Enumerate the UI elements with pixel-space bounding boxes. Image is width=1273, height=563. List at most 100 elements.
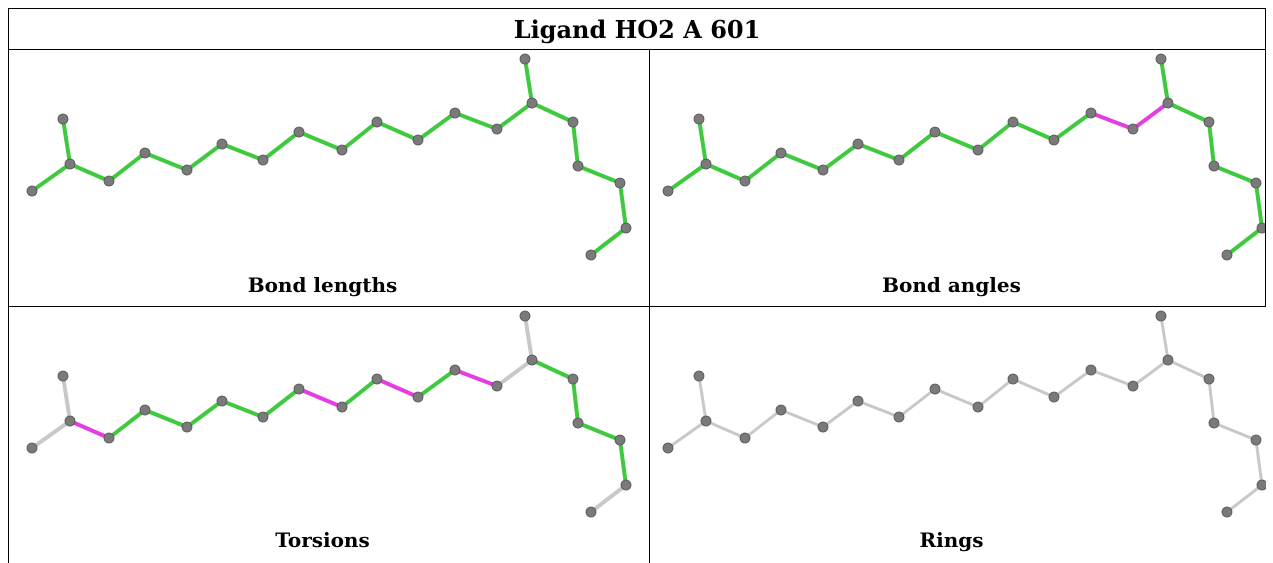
atom <box>620 222 632 234</box>
atom <box>700 158 712 170</box>
atom <box>1250 177 1262 189</box>
atom <box>103 175 115 187</box>
atom <box>1208 160 1220 172</box>
atom <box>1208 417 1220 429</box>
bond <box>416 111 457 142</box>
molecule-rings <box>662 310 1266 518</box>
atom <box>1127 123 1139 135</box>
atom <box>449 107 461 119</box>
atom <box>852 138 864 150</box>
atom <box>1203 373 1215 385</box>
bond <box>1159 57 1170 105</box>
bond <box>666 162 708 193</box>
bond <box>1225 483 1264 514</box>
bond <box>261 130 301 162</box>
atom <box>64 415 76 427</box>
panel-rings: Rings <box>637 306 1266 563</box>
bond <box>1011 377 1056 399</box>
atom <box>893 411 905 423</box>
atom <box>1221 249 1233 261</box>
bond <box>976 377 1015 409</box>
title-divider <box>8 49 1266 50</box>
atom <box>491 123 503 135</box>
atom <box>293 126 305 138</box>
bond <box>297 130 344 152</box>
bond <box>697 374 708 423</box>
atom <box>336 144 348 156</box>
bond <box>30 419 72 450</box>
bond <box>1159 314 1170 362</box>
atom <box>336 401 348 413</box>
bond <box>185 399 224 429</box>
atom <box>1048 391 1060 403</box>
bond <box>68 419 111 440</box>
atom <box>775 147 787 159</box>
atom <box>1007 373 1019 385</box>
bond <box>530 358 575 381</box>
bond <box>856 399 901 419</box>
bond <box>1089 111 1135 131</box>
bond <box>821 399 860 429</box>
atom <box>103 432 115 444</box>
atom <box>181 164 193 176</box>
atom <box>216 395 228 407</box>
bond <box>576 164 622 185</box>
atom <box>972 401 984 413</box>
bond <box>779 151 825 172</box>
bond <box>297 387 344 409</box>
atom <box>1162 97 1174 109</box>
atom <box>1048 134 1060 146</box>
atom <box>1085 107 1097 119</box>
bond <box>666 419 708 450</box>
bond <box>1089 368 1135 388</box>
atom <box>181 421 193 433</box>
bond <box>1212 421 1258 442</box>
caption-bond-angles: Bond angles <box>882 273 1021 297</box>
bond <box>897 130 937 162</box>
atom <box>620 479 632 491</box>
atom <box>1155 310 1167 322</box>
atom <box>257 411 269 423</box>
atom <box>216 138 228 150</box>
atom <box>1250 434 1262 446</box>
ligand-title: Ligand HO2 A 601 <box>8 8 1266 49</box>
bond <box>453 111 499 131</box>
bond <box>530 101 575 124</box>
panel-torsions: Torsions <box>8 306 637 563</box>
bond <box>589 483 628 514</box>
bond <box>143 408 189 429</box>
atom <box>519 53 531 65</box>
bond <box>495 358 534 388</box>
atom <box>412 391 424 403</box>
atom <box>567 373 579 385</box>
atom <box>1256 479 1266 491</box>
bond <box>697 117 708 166</box>
bond <box>1052 368 1093 399</box>
atom <box>371 373 383 385</box>
bond <box>453 368 499 388</box>
atom <box>662 442 674 454</box>
bond <box>416 368 457 399</box>
bond <box>523 57 534 105</box>
atom <box>775 404 787 416</box>
bond <box>495 101 534 131</box>
atom <box>64 158 76 170</box>
atom <box>139 147 151 159</box>
bond <box>1166 101 1211 124</box>
bond <box>61 374 72 423</box>
atom <box>567 116 579 128</box>
bond <box>571 120 580 168</box>
bond <box>375 377 420 399</box>
bond <box>220 399 265 419</box>
molecule-bond-lengths <box>26 53 632 261</box>
bond <box>1212 164 1258 185</box>
atom <box>519 310 531 322</box>
bond <box>704 162 747 183</box>
atom <box>972 144 984 156</box>
caption-bond-lengths: Bond lengths <box>247 273 398 297</box>
bond <box>107 408 147 440</box>
bond <box>61 117 72 166</box>
atom <box>572 417 584 429</box>
bond <box>779 408 825 429</box>
atom <box>1162 354 1174 366</box>
